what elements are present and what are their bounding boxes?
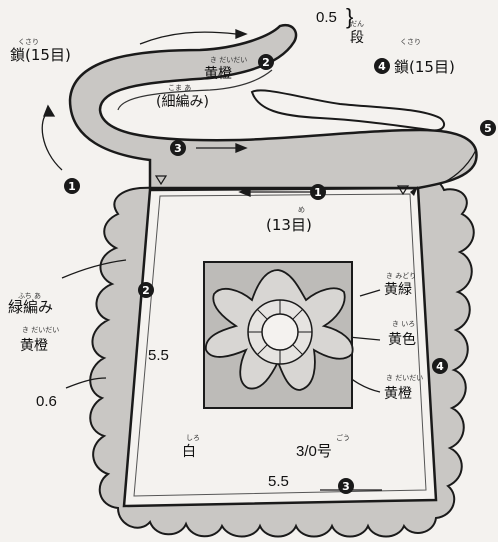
step-badge-4-top: 4 [374, 58, 390, 74]
handle-strap [68, 23, 478, 190]
step-badge-5: 5 [480, 120, 496, 136]
diagram-labels: くさり 鎖(15目) 0.5 だん 段 くさり 鎖(15目) き だいだい 黄橙… [8, 9, 455, 490]
arrow-top-left [139, 31, 237, 45]
ruby-top-left-chain: くさり [18, 38, 39, 46]
ruby-yellow-orange-top: き だいだい [210, 56, 247, 64]
handle-inner-gap [250, 89, 446, 132]
arrow-top-left-head [235, 29, 248, 39]
label-width: 5.5 [268, 473, 289, 490]
label-height: 5.5 [148, 347, 169, 364]
ruby-yellow: き いろ [392, 320, 415, 328]
svg-text:5: 5 [484, 122, 492, 135]
handle-stitch-line [117, 69, 273, 111]
label-yellow-orange-left: 黄橙 [20, 337, 48, 354]
svg-text:1: 1 [314, 186, 322, 199]
label-top-left-chain: 鎖(15目) [10, 46, 71, 64]
corner-marker [410, 186, 418, 196]
step-badge-4-right: 4 [432, 358, 448, 374]
ruby-white: しろ [186, 434, 200, 442]
svg-text:3: 3 [174, 142, 182, 155]
svg-text:3: 3 [342, 480, 350, 493]
motif-ring-inner [261, 313, 299, 351]
step-badge-2-top: 2 [258, 54, 274, 70]
step-badge-3-top: 3 [170, 140, 186, 156]
end-marker [396, 185, 410, 196]
svg-text:4: 4 [436, 360, 444, 373]
step-badge-3-bottom: 3 [338, 478, 354, 494]
label-hook-size: 3/0号 [296, 443, 332, 460]
label-bottom-chain: (13目) [266, 216, 312, 234]
svg-text:2: 2 [142, 284, 150, 297]
label-slip-stitch: (細編み) [156, 94, 209, 110]
svg-text:2: 2 [262, 56, 270, 69]
svg-text:4: 4 [378, 60, 386, 73]
leader-left-width [65, 377, 107, 389]
motif-ring-segments [248, 300, 312, 364]
ruby-row-unit: だん [350, 20, 364, 28]
label-half-row: 0.5 [316, 9, 337, 26]
ruby-edge-stitch: ふち あ [18, 292, 41, 300]
label-edge-stitch: 緑編み [8, 298, 53, 316]
arrow-step3-head [235, 143, 248, 153]
flower-motif [203, 261, 354, 409]
arrow-left-loop [41, 111, 63, 171]
svg-text:1: 1 [68, 180, 76, 193]
ruby-yellow-orange-right: き だいだい [386, 374, 423, 382]
label-white: 白 [182, 444, 196, 460]
inner-row-line [133, 193, 427, 497]
label-row-unit: 段 [350, 30, 364, 46]
arrow-right-side [439, 149, 477, 185]
step-badge-2-left: 2 [138, 282, 154, 298]
step-badges: 1 1 2 2 3 3 4 4 [64, 54, 496, 494]
ruby-top-right-chain: くさり [400, 38, 421, 46]
ruby-yellow-orange-left: き だいだい [22, 326, 59, 334]
step-badge-1-left: 1 [64, 178, 80, 194]
arrow-left-loop-head [43, 104, 56, 117]
label-yellow-green: 黄緑 [384, 281, 412, 298]
row-bracket: } [346, 4, 353, 29]
ruby-hook-size: ごう [336, 433, 350, 442]
label-yellow-orange-top: 黄橙 [204, 65, 232, 82]
start-marker [154, 175, 168, 186]
label-yellow: 黄色 [388, 331, 416, 348]
arrow-row1-head [238, 187, 251, 197]
ruby-bottom-chain: め [298, 206, 305, 214]
label-left-edge-width: 0.6 [36, 393, 57, 410]
step-badge-1-top: 1 [310, 184, 326, 200]
ruby-slip-stitch: こま あ [168, 84, 191, 92]
label-yellow-orange-right: 黄橙 [384, 385, 412, 402]
leader-yellow-green [359, 289, 381, 297]
leader-edge [61, 259, 127, 279]
markers: } [154, 4, 418, 196]
label-top-right-chain: 鎖(15目) [394, 58, 455, 76]
ruby-yellow-green: き みどり [386, 272, 416, 280]
